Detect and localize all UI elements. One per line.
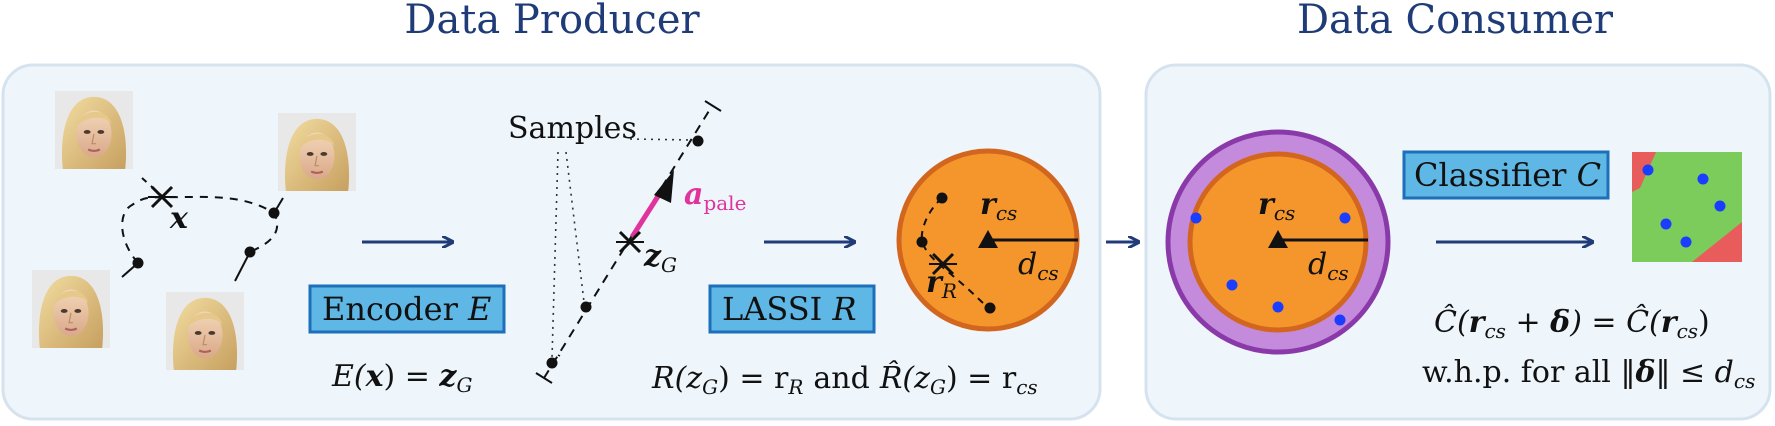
- producer-ball: [896, 148, 1080, 332]
- consumer-ball: [1165, 129, 1391, 355]
- samples-label: Samples: [508, 111, 637, 146]
- face-photo-2: [278, 113, 356, 191]
- producer-title: Data Producer: [404, 0, 700, 43]
- a-pale-label: apale: [684, 177, 746, 215]
- classifier-label: Classifier C: [1414, 156, 1601, 194]
- input-manifold-curve: [121, 177, 284, 282]
- decision-region: [1632, 152, 1742, 262]
- face-photo-1: [55, 91, 133, 169]
- robustness-equation: Ĉ(rcs + δ) = Ĉ(rcs): [1434, 304, 1710, 343]
- encoder-label: Encoder E: [322, 290, 491, 328]
- lassi-box: [708, 284, 876, 334]
- x-star-icon: [148, 185, 176, 209]
- consumer-radius-label: dcs: [1308, 247, 1349, 285]
- face-photo-4: [166, 292, 244, 370]
- encoder-equation: E(x) = zG: [331, 359, 472, 397]
- latent-line: [535, 100, 722, 384]
- producer-proj-label: rR: [926, 265, 957, 303]
- zg-label: zG: [643, 239, 677, 277]
- consumer-title: Data Consumer: [1297, 0, 1614, 43]
- consumer-center-triangle-icon: [1268, 230, 1288, 248]
- blue-point: [1190, 212, 1202, 224]
- blue-point: [1272, 301, 1284, 313]
- producer-radius-label: dcs: [1018, 247, 1059, 285]
- blue-point: [1226, 279, 1238, 291]
- face-photo-3: [32, 270, 110, 348]
- x-label: x: [169, 201, 189, 236]
- encoder-box: [308, 284, 506, 334]
- center-triangle-icon: [978, 230, 998, 248]
- producer-center-label: rcs: [980, 187, 1017, 225]
- blue-point: [1334, 314, 1346, 326]
- classifier-box: [1402, 150, 1610, 200]
- robustness-condition: w.h.p. for all ‖δ‖ ≤ dcs: [1422, 355, 1755, 393]
- lassi-label: LASSI R: [722, 290, 857, 328]
- a-pale-arrowhead: [654, 170, 674, 203]
- r-r-star-icon: [929, 252, 957, 276]
- blue-point: [1339, 212, 1351, 224]
- consumer-center-label: rcs: [1258, 187, 1295, 225]
- zg-star-icon: [616, 230, 644, 254]
